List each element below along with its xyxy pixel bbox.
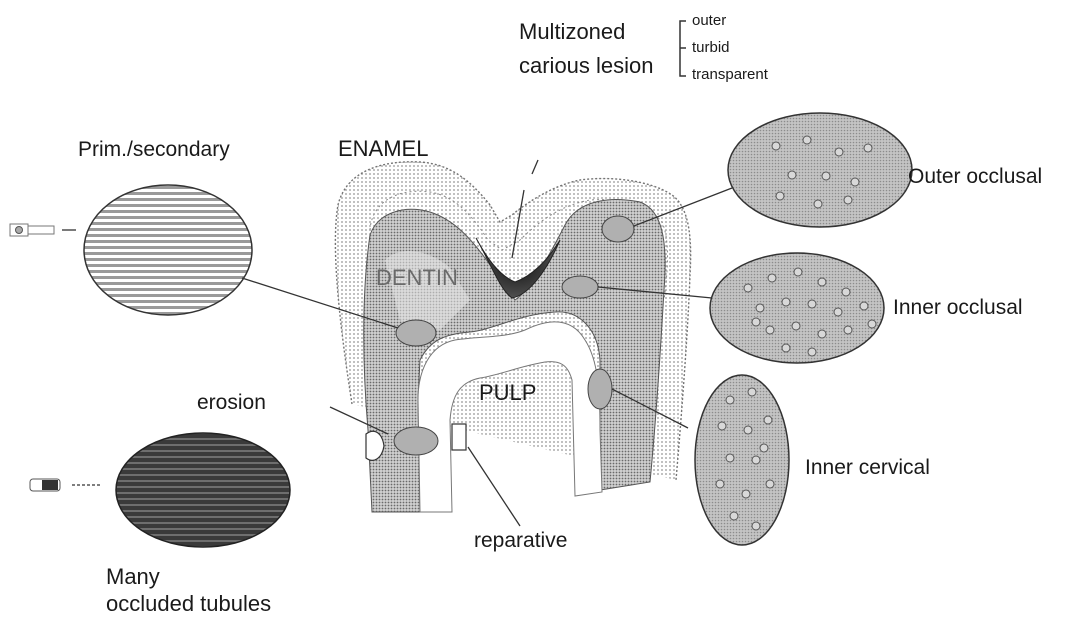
prim-secondary-ellipse (84, 185, 252, 315)
tubule-icon-bottom (30, 479, 102, 491)
tubule-opening (772, 142, 780, 150)
zone-outer-label: outer (692, 12, 726, 29)
tubule-opening (818, 330, 826, 338)
tubule-opening (844, 196, 852, 204)
tubule-opening (748, 388, 756, 396)
tubule-opening (742, 490, 750, 498)
dentin-label: DENTIN (376, 265, 458, 290)
tubule-opening (752, 456, 760, 464)
tubule-opening (766, 326, 774, 334)
lesion-label-line2: carious lesion (519, 53, 654, 78)
inner-cervical-ellipse (695, 375, 789, 545)
inner-occlusal-label: Inner occlusal (893, 296, 1023, 319)
tubule-opening (730, 512, 738, 520)
tubule-opening (726, 396, 734, 404)
patch-inner-occlusal (562, 276, 598, 298)
reparative-label: reparative (474, 529, 567, 552)
many-label-line1: Many (106, 564, 160, 589)
lesion-label-line1: Multizoned (519, 19, 625, 44)
tubule-opening (768, 274, 776, 282)
tubule-opening (814, 200, 822, 208)
tubule-icon-top (10, 224, 76, 236)
tubule-opening (760, 444, 768, 452)
tubule-opening (788, 171, 796, 179)
inner-cervical-label: Inner cervical (805, 456, 930, 479)
many-label-line2: occluded tubules (106, 591, 271, 616)
tubule-opening (776, 192, 784, 200)
patch-erosion (394, 427, 438, 455)
tubule-opening (868, 320, 876, 328)
tubule-opening (792, 322, 800, 330)
tubule-opening (808, 300, 816, 308)
tubule-opening (782, 298, 790, 306)
tubule-opening (851, 178, 859, 186)
tubule-opening (752, 318, 760, 326)
tubule-opening (864, 144, 872, 152)
outer-occlusal-ellipse (728, 113, 912, 227)
tubule-opening (718, 422, 726, 430)
pulp-label: PULP (479, 380, 536, 405)
reparative-deposit (452, 424, 466, 450)
tubule-opening (834, 308, 842, 316)
tubule-opening (794, 268, 802, 276)
tubule-opening (752, 522, 760, 530)
tubule-opening (716, 480, 724, 488)
patch-outer-occlusal (602, 216, 634, 242)
tubule-opening (726, 454, 734, 462)
tubule-opening (803, 136, 811, 144)
tubule-opening (756, 304, 764, 312)
zone-transparent-label: transparent (692, 66, 769, 83)
tubule-opening (842, 288, 850, 296)
prim-secondary-label: Prim./secondary (78, 138, 230, 161)
tubule-opening (744, 426, 752, 434)
zone-turbid-label: turbid (692, 39, 730, 56)
tubule-opening (844, 326, 852, 334)
tubule-opening (860, 302, 868, 310)
tubule-opening (744, 284, 752, 292)
outer-occlusal-label: Outer occlusal (908, 165, 1042, 188)
tubule-opening (835, 148, 843, 156)
tubule-opening (822, 172, 830, 180)
tubule-opening (818, 278, 826, 286)
tubule-opening (764, 416, 772, 424)
tubule-opening (766, 480, 774, 488)
tubule-opening (782, 344, 790, 352)
tooth (335, 162, 690, 512)
many-occluded-ellipse (116, 433, 290, 547)
patch-prim-secondary (396, 320, 436, 346)
tubule-opening (808, 348, 816, 356)
zone-bracket (680, 21, 686, 76)
patch-inner-cervical (588, 369, 612, 409)
erosion-label: erosion (197, 391, 266, 414)
enamel-label: ENAMEL (338, 136, 428, 161)
